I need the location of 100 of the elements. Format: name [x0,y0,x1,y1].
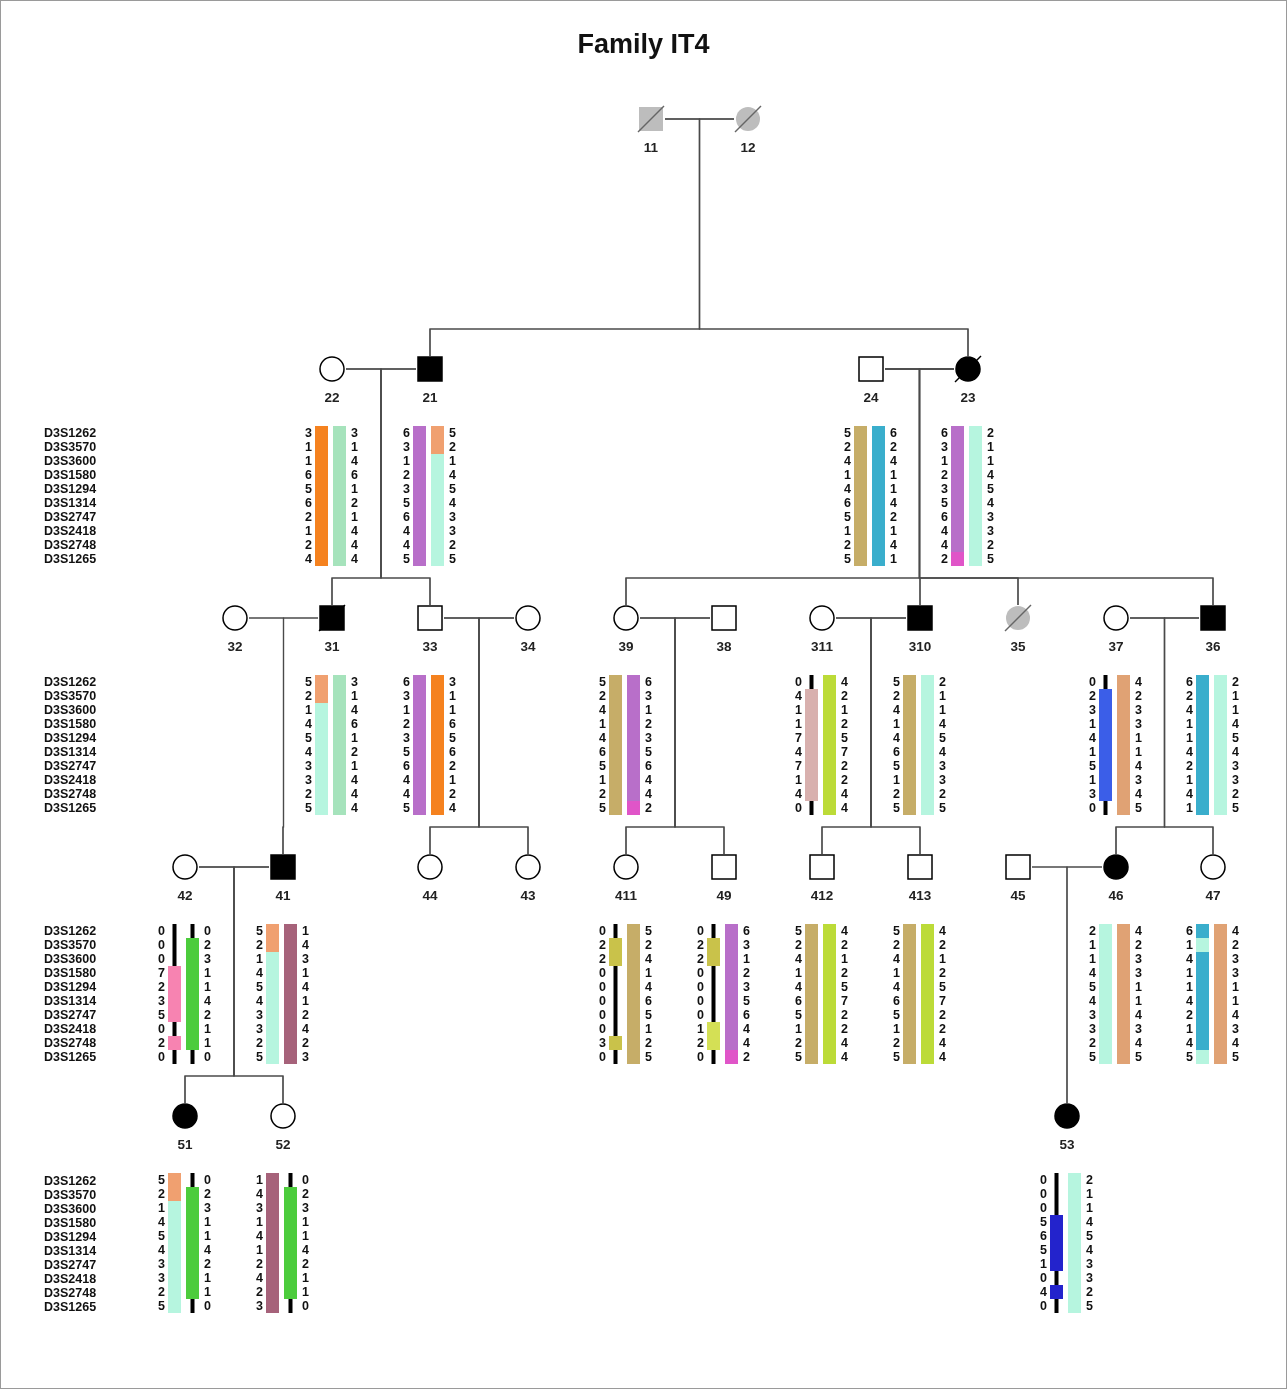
allele-column: 4 2 3 3 1 1 4 3 4 5 [1232,924,1243,1064]
individual-id: 43 [520,888,536,903]
allele-column: 5 2 4 1 4 6 5 1 2 5 [645,924,656,1064]
marker-name: D3S1314 [44,496,97,510]
allele-column: 5 2 4 1 4 6 5 1 2 5 [791,924,802,1064]
allele-column: 6 3 1 2 3 5 6 4 4 2 [937,426,948,566]
marker-name: D3S3570 [44,440,97,454]
allele-column: 0 0 0 7 2 3 5 0 2 0 [154,924,165,1064]
marker-name: D3S1294 [44,482,97,496]
allele-column: 5 2 1 4 5 4 3 3 2 5 [252,924,263,1064]
pedigree-line [674,617,725,855]
allele-column: 4 2 1 2 5 7 2 2 4 4 [939,924,950,1064]
allele-column: 5 2 1 4 5 4 3 3 2 5 [301,675,312,815]
marker-name: D3S1294 [44,980,97,994]
allele-column: 0 2 3 1 1 4 2 1 1 0 [204,1173,215,1313]
marker-name: D3S3600 [44,454,97,468]
allele-column: 4 2 3 3 1 1 4 3 4 5 [1135,924,1146,1064]
allele-column: 6 3 1 2 3 5 6 4 4 2 [743,924,754,1064]
individual-id: 42 [177,888,193,903]
allele-column: 6 3 1 2 3 5 6 4 4 5 [399,675,410,815]
allele-column: 3 1 4 6 1 2 1 4 4 4 [351,675,362,815]
allele-column: 0 2 2 0 0 0 0 0 3 0 [595,924,606,1064]
allele-column: 6 2 4 1 1 4 2 1 4 1 [890,426,901,566]
individual-id: 12 [740,140,756,155]
marker-name: D3S2418 [44,524,97,538]
marker-name: D3S1580 [44,966,97,980]
marker-name: D3S3570 [44,1188,97,1202]
allele-column: 4 2 3 3 1 1 4 3 4 5 [1135,675,1146,815]
allele-column: 2 1 1 4 5 4 3 3 2 5 [1086,1173,1097,1313]
allele-column: 2 1 1 4 5 4 3 3 2 5 [939,675,950,815]
individual-id: 311 [811,639,833,654]
allele-column: 6 3 1 2 3 5 6 4 4 5 [399,426,410,566]
marker-name: D3S3600 [44,952,97,966]
individual-id: 45 [1010,888,1026,903]
allele-column: 0 2 3 1 1 4 2 1 1 0 [204,924,215,1064]
allele-column: 4 2 1 2 5 7 2 2 4 4 [841,924,852,1064]
allele-column: 6 2 4 1 1 4 2 1 4 1 [1182,675,1193,815]
allele-column: 5 2 4 1 4 6 5 1 2 5 [889,924,900,1064]
marker-name: D3S1265 [44,1300,97,1314]
marker-name: D3S2418 [44,1272,97,1286]
individual-id: 41 [275,888,291,903]
marker-name: D3S1265 [44,552,97,566]
allele-column: 0 4 1 1 7 4 7 1 4 0 [791,675,802,815]
allele-column: 2 1 1 4 5 4 3 3 2 5 [1232,675,1243,815]
allele-column: 0 2 3 1 4 1 5 1 3 0 [1085,675,1096,815]
individual-id: 22 [324,390,340,405]
marker-name: D3S1314 [44,745,97,759]
individual-id: 32 [227,639,243,654]
marker-name: D3S3570 [44,938,97,952]
allele-column: 5 2 1 4 5 4 3 3 2 5 [154,1173,165,1313]
individual-id: 44 [422,888,438,903]
individual-id: 24 [863,390,879,405]
individual-id: 47 [1205,888,1221,903]
marker-name: D3S2418 [44,773,97,787]
individual-id: 413 [908,888,932,903]
pedigree-line [1163,617,1214,855]
individual-id: 412 [810,888,834,903]
allele-column: 5 2 4 1 4 6 5 1 2 5 [840,426,851,566]
allele-column: 3 1 4 6 1 2 1 4 4 4 [351,426,362,566]
marker-name: D3S2748 [44,787,97,801]
allele-column: 5 2 1 4 5 4 3 3 2 5 [449,426,460,566]
pedigree-line [233,866,284,1104]
individual-id: 49 [716,888,732,903]
individual-id: 310 [908,639,932,654]
individual-id: 23 [960,390,976,405]
individual-id: 52 [275,1137,291,1152]
marker-name: D3S1580 [44,1216,97,1230]
pedigree-line [1066,866,1103,1104]
allele-column: 6 1 4 1 1 4 2 1 4 5 [1182,924,1193,1064]
allele-column: 5 2 4 1 4 6 5 1 2 5 [595,675,606,815]
marker-name: D3S3600 [44,1202,97,1216]
individual-id: 11 [643,140,659,155]
individual-id: 35 [1010,639,1026,654]
marker-name: D3S1294 [44,731,97,745]
marker-name: D3S2747 [44,1258,97,1272]
individual-id: 38 [716,639,732,654]
marker-name: D3S1580 [44,717,97,731]
individual-id: 36 [1205,639,1221,654]
allele-column: 2 1 1 4 5 4 3 3 2 5 [1085,924,1096,1064]
marker-name: D3S2748 [44,1286,97,1300]
pedigree-line [870,617,921,855]
marker-name: D3S1314 [44,994,97,1008]
individual-id: 33 [422,639,438,654]
allele-column: 1 4 3 1 4 1 2 4 2 3 [252,1173,263,1313]
allele-column: 1 4 3 1 4 1 2 4 2 3 [302,924,313,1064]
pedigree-line [282,617,319,855]
individual-id: 411 [615,888,637,903]
allele-column: 6 3 1 2 3 5 6 4 4 2 [645,675,656,815]
individual-id: 34 [520,639,536,654]
pedigree-line [380,368,431,606]
marker-name: D3S2418 [44,1022,97,1036]
allele-column: 2 1 1 4 5 4 3 3 2 5 [987,426,998,566]
individual-id: 51 [177,1137,193,1152]
individual-id: 31 [324,639,340,654]
allele-column: 3 1 1 6 5 6 2 1 2 4 [301,426,312,566]
marker-name: D3S2747 [44,1008,97,1022]
allele-column: 5 2 4 1 4 6 5 1 2 5 [889,675,900,815]
marker-name: D3S1262 [44,924,97,938]
marker-name: D3S1294 [44,1230,97,1244]
allele-column: 0 2 2 0 0 0 0 1 2 0 [693,924,704,1064]
